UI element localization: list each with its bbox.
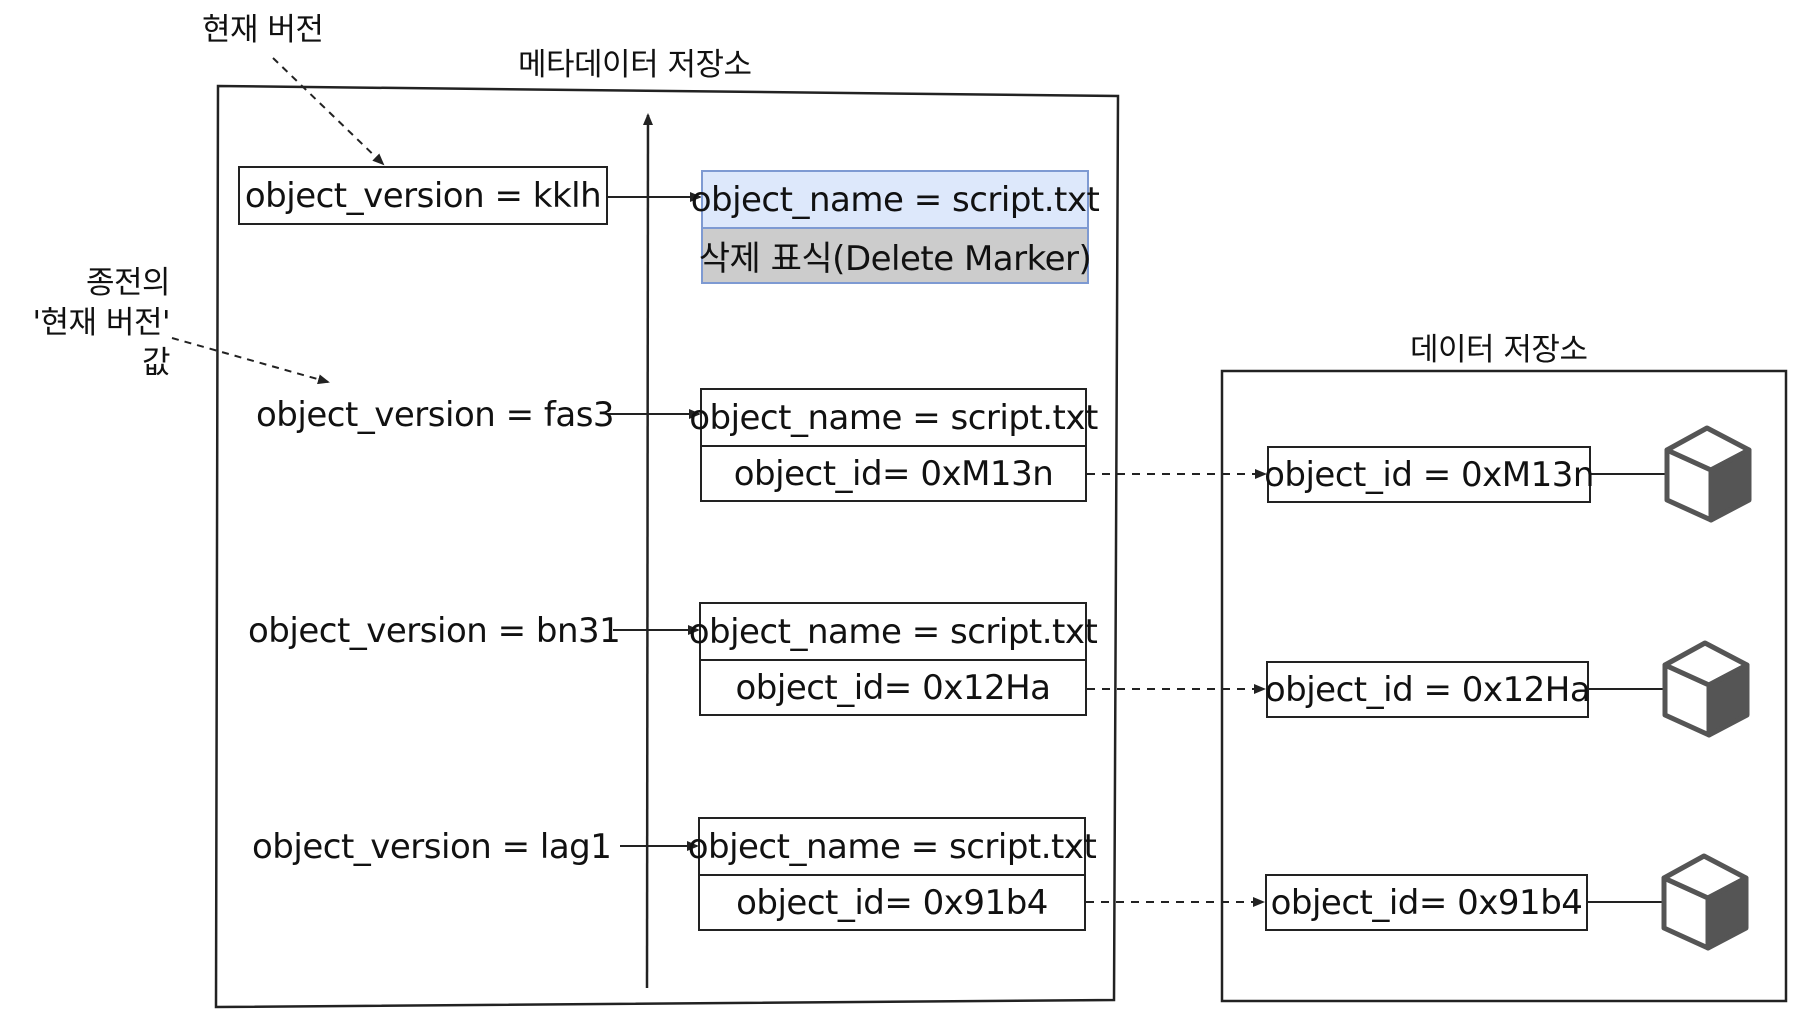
data-store-container (1220, 369, 1788, 1003)
version-label: object_version = fas3 (256, 395, 615, 435)
cube-icon (1662, 640, 1750, 738)
object-name-cell: object_name = script.txt (688, 611, 1098, 652)
version-label: object_version = lag1 (252, 827, 612, 867)
cube-icon (1664, 425, 1752, 523)
object-id-cell: object_id= 0x91b4 (700, 874, 1084, 929)
delete-marker-label: 삭제 표식(Delete Marker) (699, 227, 1092, 282)
data-object-id-box: object_id = 0xM13n (1264, 446, 1594, 503)
previous-current-pointer (171, 337, 330, 385)
previous-current-label-line2: '현재 버전' (32, 305, 171, 341)
object-name-cell: object_name = script.txt (691, 172, 1100, 227)
data-object-id-box: object_id= 0x91b4 (1265, 874, 1588, 931)
metadata-store-title: 메타데이터 저장소 (518, 47, 752, 83)
object-name-cell: object_name = script.txt (687, 826, 1097, 867)
metadata-store-container (214, 84, 1120, 1009)
metadata-record: object_name = script.txt object_id= 0x91… (687, 817, 1097, 931)
metadata-record: object_name = script.txt object_id= 0xM1… (689, 388, 1098, 502)
metadata-record: object_name = script.txt object_id= 0x12… (688, 602, 1098, 716)
current-version-box: object_version = kklh (238, 166, 608, 225)
current-version-pointer (272, 57, 385, 166)
object-id-cell: object_id= 0x12Ha (701, 659, 1085, 714)
previous-current-label-line3: 값 (141, 345, 171, 381)
version-timeline-axis (642, 113, 653, 989)
current-version-label: 현재 버전 (202, 12, 324, 48)
object-id-cell: object_id= 0xM13n (702, 445, 1085, 500)
delete-marker-record: object_name = script.txt 삭제 표식(Delete Ma… (691, 170, 1100, 284)
object-name-cell: object_name = script.txt (689, 397, 1098, 438)
data-store-title: 데이터 저장소 (1410, 332, 1588, 368)
version-label: object_version = bn31 (248, 611, 621, 651)
cube-icon (1661, 853, 1749, 951)
version-label: object_version = kklh (244, 175, 602, 216)
data-object-id-box: object_id = 0x12Ha (1265, 661, 1591, 718)
previous-current-label-line1: 종전의 (85, 265, 171, 301)
